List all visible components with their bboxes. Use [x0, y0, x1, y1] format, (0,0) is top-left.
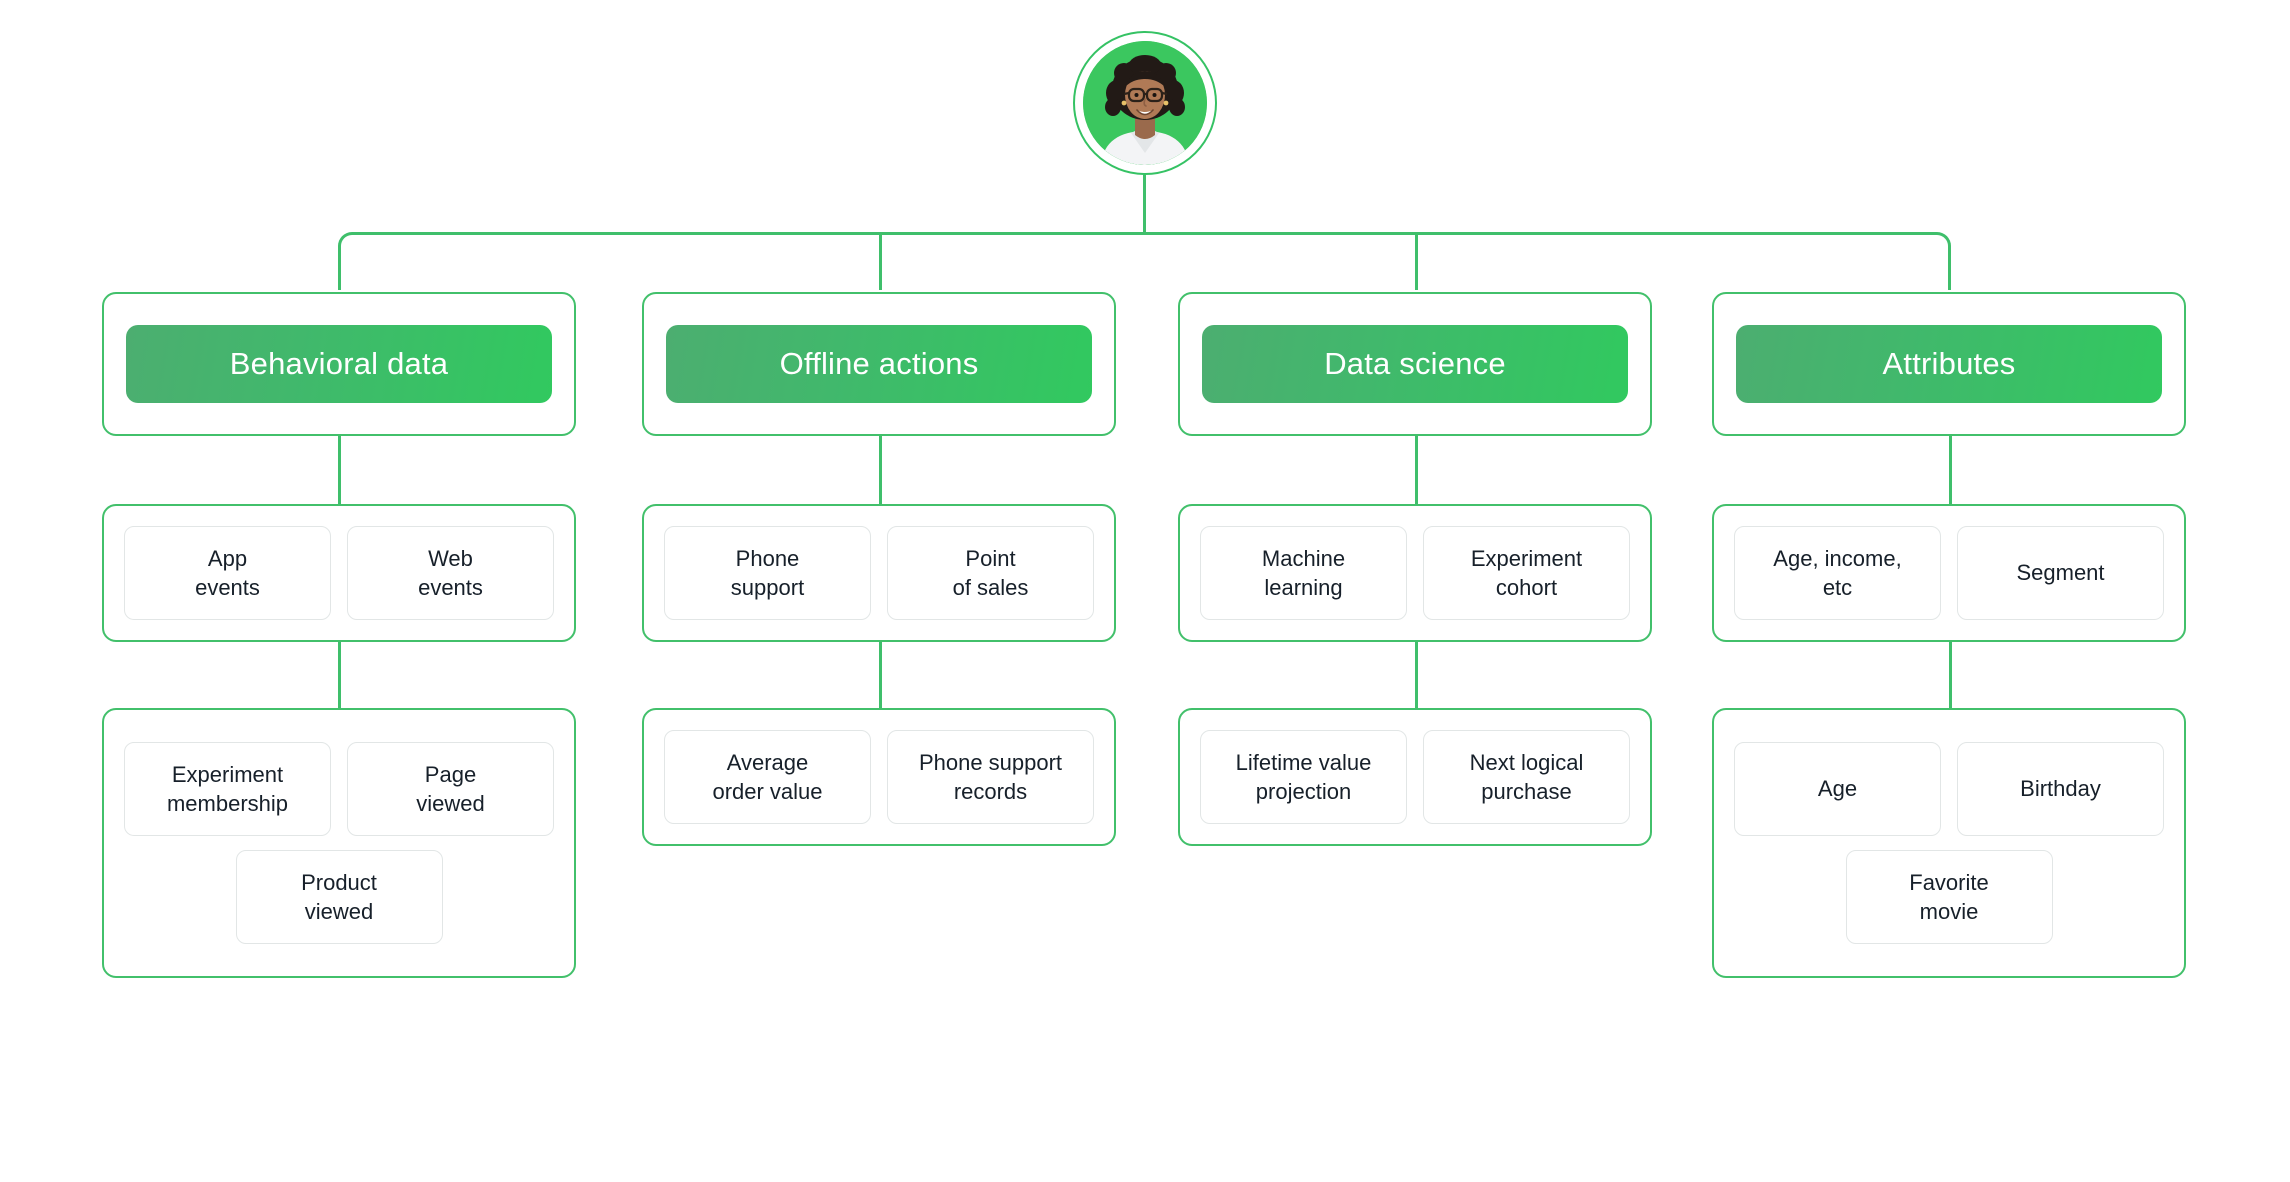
- leaf-chip[interactable]: Web events: [347, 526, 554, 620]
- connector-trunk: [338, 232, 1951, 290]
- leaf-chip[interactable]: Machine learning: [1200, 526, 1407, 620]
- group-attributes-row-2: Age Birthday Favorite movie: [1712, 708, 2186, 978]
- leaf-chip[interactable]: Phone support records: [887, 730, 1094, 824]
- leaf-chip[interactable]: Birthday: [1957, 742, 2164, 836]
- group-attributes-row-1: Age, income, etc Segment: [1712, 504, 2186, 642]
- group-offline-row-2: Average order value Phone support record…: [642, 708, 1116, 846]
- group-datascience-row-1: Machine learning Experiment cohort: [1178, 504, 1652, 642]
- connector-col3-row1-to-row2: [1415, 642, 1418, 708]
- column-header-label: Behavioral data: [126, 325, 552, 403]
- connector-root-stem: [1143, 175, 1146, 234]
- column-header-label: Attributes: [1736, 325, 2162, 403]
- column-header-label: Data science: [1202, 325, 1628, 403]
- group-offline-row-1: Phone support Point of sales: [642, 504, 1116, 642]
- group-datascience-row-2: Lifetime value projection Next logical p…: [1178, 708, 1652, 846]
- column-header-label: Offline actions: [666, 325, 1092, 403]
- connector-col2-header-to-row1: [879, 436, 882, 504]
- leaf-chip[interactable]: Favorite movie: [1845, 850, 2053, 944]
- leaf-chip[interactable]: Age, income, etc: [1734, 526, 1941, 620]
- connector-col2-row1-to-row2: [879, 642, 882, 708]
- connector-stem-col3: [1415, 234, 1418, 290]
- leaf-chip[interactable]: Next logical purchase: [1423, 730, 1630, 824]
- group-behavioral-row-2: Experiment membership Page viewed Produc…: [102, 708, 576, 978]
- connector-col4-header-to-row1: [1949, 436, 1952, 504]
- leaf-chip[interactable]: Experiment membership: [124, 742, 331, 836]
- connector-col3-header-to-row1: [1415, 436, 1418, 504]
- leaf-chip[interactable]: Point of sales: [887, 526, 1094, 620]
- connector-col1-row1-to-row2: [338, 642, 341, 708]
- root-avatar[interactable]: [1073, 31, 1217, 175]
- connector-col1-header-to-row1: [338, 436, 341, 504]
- leaf-chip[interactable]: Segment: [1957, 526, 2164, 620]
- column-header-data-science[interactable]: Data science: [1178, 292, 1652, 436]
- leaf-chip[interactable]: Experiment cohort: [1423, 526, 1630, 620]
- leaf-chip[interactable]: Average order value: [664, 730, 871, 824]
- connector-stem-col2: [879, 234, 882, 290]
- leaf-chip[interactable]: Lifetime value projection: [1200, 730, 1407, 824]
- leaf-chip[interactable]: Age: [1734, 742, 1941, 836]
- connector-col4-row1-to-row2: [1949, 642, 1952, 708]
- column-header-attributes[interactable]: Attributes: [1712, 292, 2186, 436]
- leaf-chip[interactable]: Phone support: [664, 526, 871, 620]
- leaf-chip[interactable]: Page viewed: [347, 742, 554, 836]
- leaf-chip[interactable]: Product viewed: [235, 850, 443, 944]
- avatar-photo: [1083, 41, 1207, 165]
- column-header-behavioral-data[interactable]: Behavioral data: [102, 292, 576, 436]
- group-behavioral-row-1: App events Web events: [102, 504, 576, 642]
- leaf-chip[interactable]: App events: [124, 526, 331, 620]
- column-header-offline-actions[interactable]: Offline actions: [642, 292, 1116, 436]
